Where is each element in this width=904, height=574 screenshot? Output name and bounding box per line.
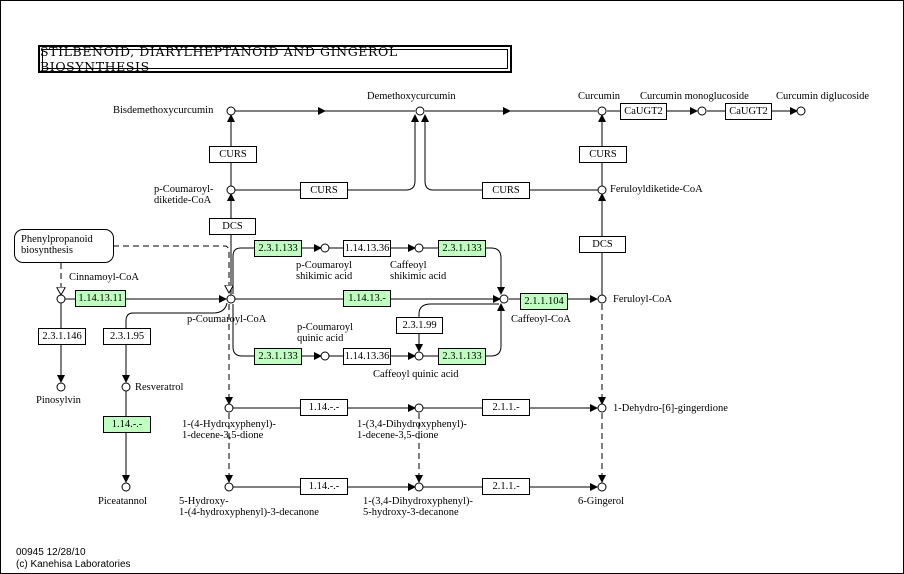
enzyme-box-1-14-row1[interactable]: 1.14.-.- — [300, 399, 348, 416]
enzyme-box-2-3-1-95[interactable]: 2.3.1.95 — [103, 328, 151, 345]
compound-node-caffeoyl-coa[interactable] — [499, 294, 509, 304]
label-caffeoyl-quinic: Caffeoyl quinic acid — [373, 369, 459, 380]
page-title: STILBENOID, DIARYLHEPTANOID AND GINGEROL… — [38, 44, 512, 74]
map-link-phenylpropanoid[interactable]: Phenylpropanoid biosynthesis — [14, 229, 114, 263]
compound-node-p-coumaroyl-shikimic[interactable] — [320, 243, 330, 253]
enzyme-box-2-3-1-133-bottom[interactable]: 2.3.1.133 — [254, 348, 302, 365]
enzyme-box-1-14-13-36-bottom[interactable]: 1.14.13.36 — [343, 348, 391, 365]
label-hydroxy-decanone: 5-Hydroxy- 1-(4-hydroxyphenyl)-3-decanon… — [179, 496, 319, 518]
compound-node-demethoxycurcumin[interactable] — [415, 106, 425, 116]
compound-node-bisdemethoxycurcumin[interactable] — [226, 106, 236, 116]
enzyme-box-dcs-left[interactable]: DCS — [209, 218, 256, 235]
enzyme-box-2-3-1-133-bottom2[interactable]: 2.3.1.133 — [438, 348, 486, 365]
enzyme-box-2-1-1-row1[interactable]: 2.1.1.- — [482, 399, 530, 416]
compound-node-curcumin-diglucoside[interactable] — [796, 106, 806, 116]
compound-node-curcumin[interactable] — [597, 106, 607, 116]
label-dehydro-gingerdione: 1-Dehydro-[6]-gingerdione — [613, 403, 728, 414]
compound-node-hydroxyphenyl-decene[interactable] — [224, 403, 234, 413]
compound-node-gingerol[interactable] — [597, 482, 607, 492]
label-caffeoyl-shikimic: Caffeoyl shikimic acid — [390, 260, 447, 282]
label-p-coumaroyl-quinic: p-Coumaroyl quinic acid — [297, 322, 353, 344]
compound-node-p-coumaroyl-quinic[interactable] — [320, 351, 330, 361]
enzyme-box-curs-right-mid[interactable]: CURS — [482, 182, 530, 199]
enzyme-box-2-1-1-row2[interactable]: 2.1.1.- — [482, 478, 530, 495]
label-p-coumaroyl-shikimic: p-Coumaroyl shikimic acid — [296, 260, 353, 282]
compound-node-piceatannol[interactable] — [121, 482, 131, 492]
label-cinnamoyl-coa: Cinnamoyl-CoA — [69, 272, 139, 283]
enzyme-box-curs-mid[interactable]: CURS — [300, 182, 348, 199]
label-hydroxyphenyl-decene: 1-(4-Hydroxyphenyl)- 1-decene-3,5-dione — [182, 419, 276, 441]
compound-node-p-coumaroyl-diketide[interactable] — [226, 185, 236, 195]
enzyme-box-1-14-row2[interactable]: 1.14.-.- — [300, 478, 348, 495]
label-demethoxycurcumin: Demethoxycurcumin — [367, 91, 456, 102]
compound-node-hydroxy-decanone[interactable] — [224, 482, 234, 492]
enzyme-box-curs-right[interactable]: CURS — [579, 146, 627, 163]
compound-node-feruloyldiketide[interactable] — [597, 185, 607, 195]
label-curcumin-diglucoside: Curcumin diglucoside — [776, 91, 870, 102]
label-bisdemethoxycurcumin: Bisdemethoxycurcumin — [113, 105, 214, 116]
enzyme-box-1-14-13-36-top[interactable]: 1.14.13.36 — [343, 240, 391, 257]
enzyme-box-caugt2-a[interactable]: CaUGT2 — [620, 103, 667, 120]
enzyme-box-1-14-13-11[interactable]: 1.14.13.11 — [75, 290, 126, 307]
label-resveratrol: Resveratrol — [135, 382, 184, 393]
compound-node-pinosylvin[interactable] — [56, 382, 66, 392]
label-piceatannol: Piceatannol — [98, 496, 147, 507]
enzyme-box-curs-left[interactable]: CURS — [209, 146, 257, 163]
label-feruloyldiketide: Feruloyldiketide-CoA — [610, 184, 703, 195]
enzyme-box-2-3-1-146[interactable]: 2.3.1.146 — [38, 328, 86, 345]
enzyme-box-dcs-right[interactable]: DCS — [579, 236, 626, 253]
label-dihydroxyphenyl-decene: 1-(3,4-Dihydroxyphenyl)- 1-decene-3,5-di… — [357, 419, 467, 441]
compound-node-cinnamoyl-coa[interactable] — [56, 294, 66, 304]
compound-node-curcumin-monoglucoside[interactable] — [697, 106, 707, 116]
label-dihydroxy-decanone: 1-(3,4-Dihydroxyphenyl)- 5-hydroxy-3-dec… — [363, 496, 473, 518]
enzyme-box-2-3-1-99[interactable]: 2.3.1.99 — [396, 317, 443, 334]
enzyme-box-caugt2-b[interactable]: CaUGT2 — [725, 103, 772, 120]
compound-node-p-coumaroyl-coa[interactable] — [226, 294, 236, 304]
enzyme-box-2-3-1-133-top[interactable]: 2.3.1.133 — [254, 240, 302, 257]
compound-node-resveratrol[interactable] — [121, 382, 131, 392]
enzyme-box-2-1-1-104[interactable]: 2.1.1.104 — [520, 293, 568, 310]
compound-node-dehydro-gingerdione[interactable] — [597, 403, 607, 413]
enzyme-box-1-14-resveratrol[interactable]: 1.14.-.- — [103, 416, 151, 433]
compound-node-caffeoyl-shikimic[interactable] — [414, 243, 424, 253]
compound-node-dihydroxy-decanone[interactable] — [414, 482, 424, 492]
enzyme-box-2-3-1-133-top2[interactable]: 2.3.1.133 — [438, 240, 486, 257]
label-pinosylvin: Pinosylvin — [36, 395, 81, 406]
label-curcumin: Curcumin — [578, 91, 620, 102]
compound-node-dihydroxyphenyl-decene[interactable] — [414, 403, 424, 413]
enzyme-box-1-14-13-mid[interactable]: 1.14.13.- — [343, 290, 391, 307]
label-gingerol: 6-Gingerol — [578, 496, 625, 507]
label-curcumin-monoglucoside: Curcumin monoglucoside — [640, 91, 749, 102]
footer-map-id: 00945 12/28/10 — [16, 547, 86, 558]
compound-node-caffeoyl-quinic[interactable] — [414, 351, 424, 361]
label-p-coumaroyl-diketide: p-Coumaroyl- diketide-CoA — [154, 184, 214, 206]
footer-copyright: (c) Kanehisa Laboratories — [16, 559, 131, 570]
label-caffeoyl-coa: Caffeoyl-CoA — [511, 314, 571, 325]
label-p-coumaroyl-coa: p-Coumaroyl-CoA — [187, 314, 267, 325]
label-feruloyl-coa: Feruloyl-CoA — [613, 294, 672, 305]
compound-node-feruloyl-coa[interactable] — [597, 294, 607, 304]
